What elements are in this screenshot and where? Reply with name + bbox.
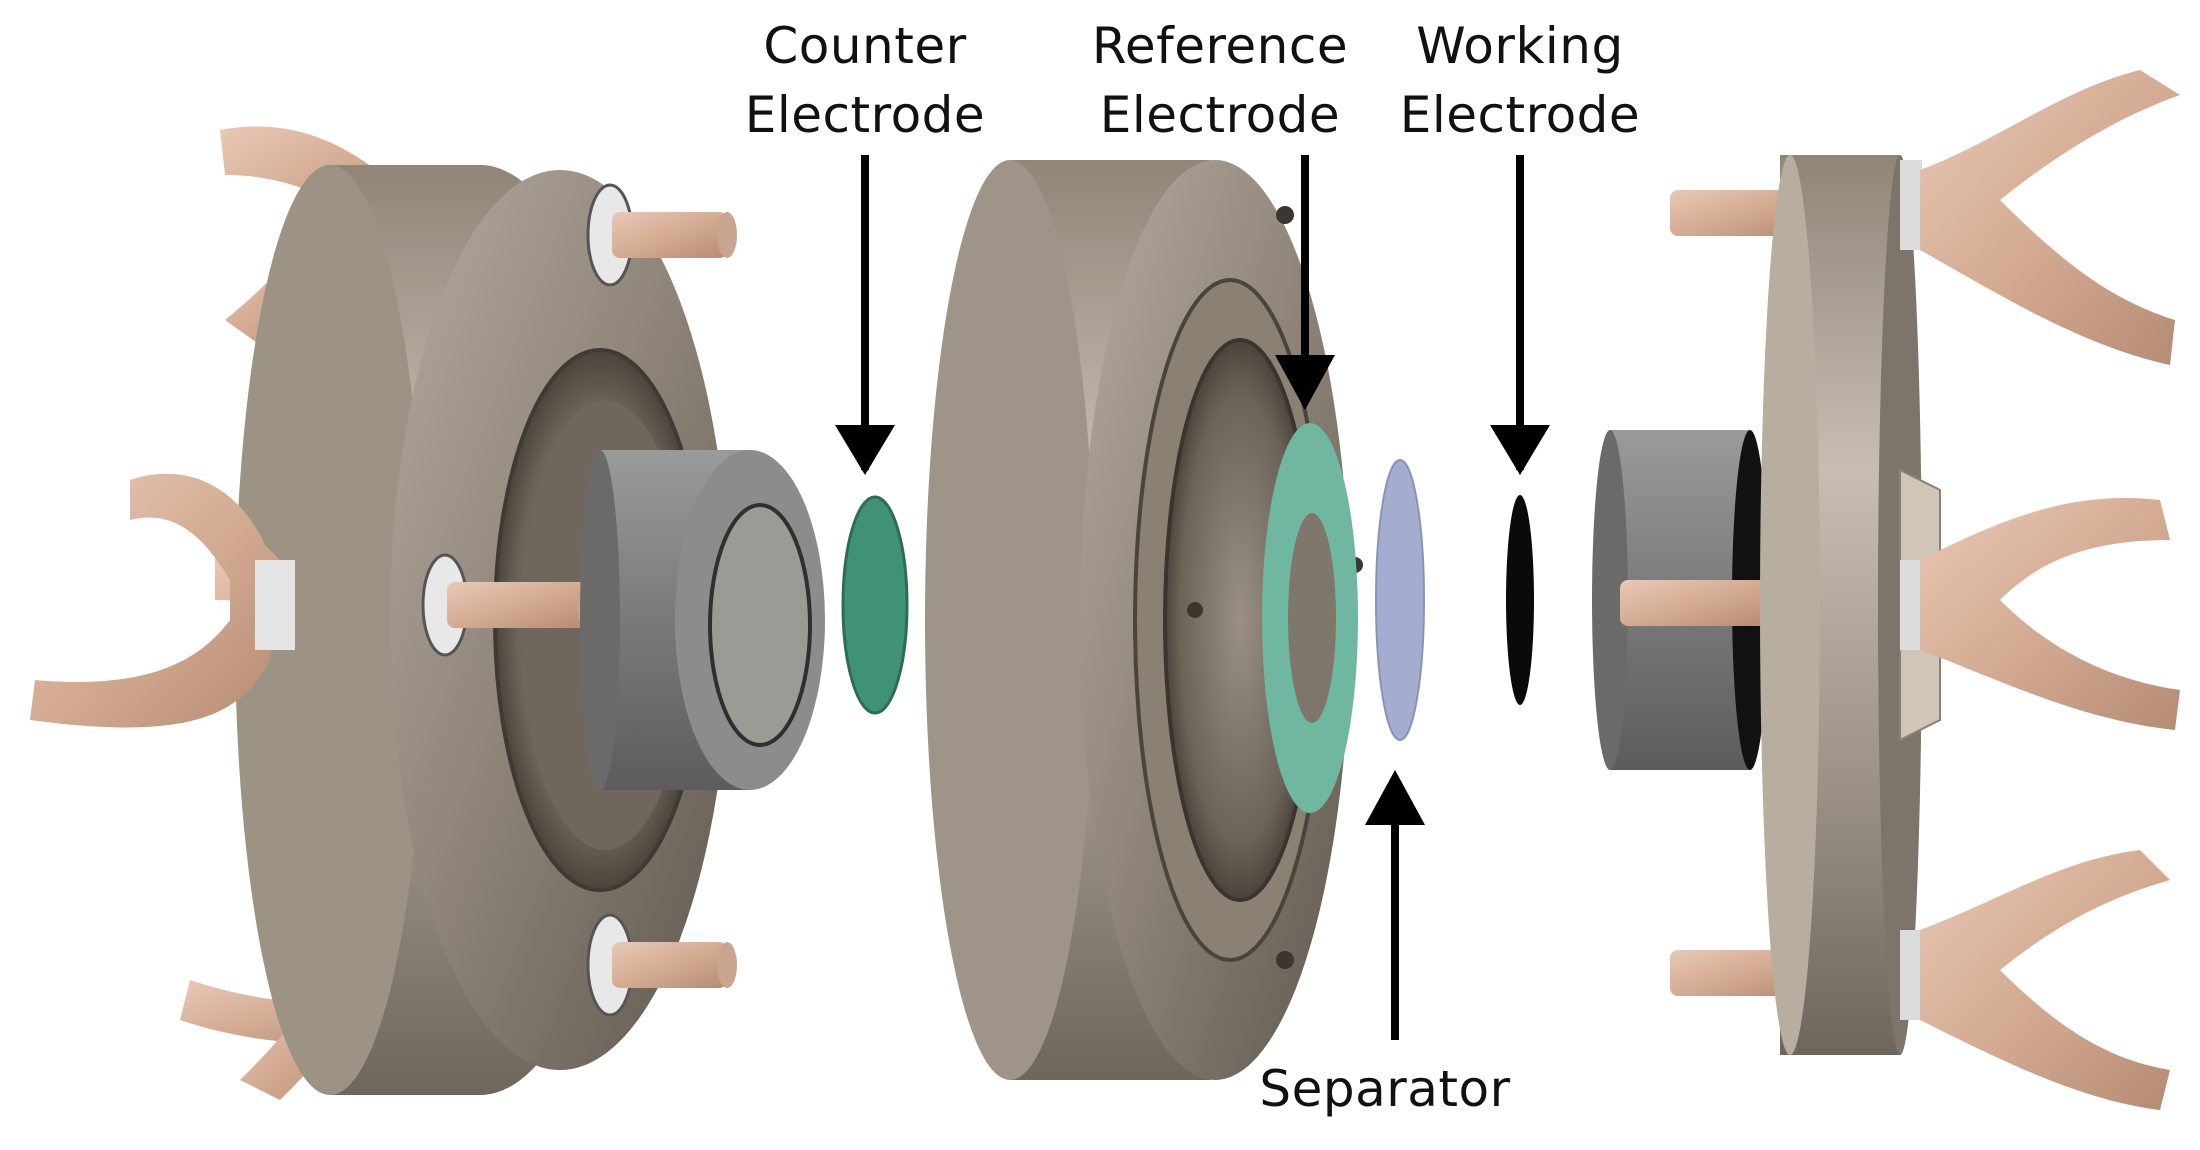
counter-electrode-label-line-1: Counter	[763, 17, 967, 75]
bolt-icon	[586, 913, 737, 1017]
right-end-plate-assembly	[1592, 70, 2180, 1110]
reference-electrode-label: Reference Electrode	[1045, 12, 1395, 150]
cell-body	[925, 160, 1363, 1080]
reference-electrode-label-line-1: Reference	[1091, 17, 1349, 75]
graphite-holder	[580, 450, 825, 790]
separator-disc	[1375, 459, 1425, 741]
left-end-plate-assembly	[30, 126, 909, 1100]
counter-electrode-label: Counter Electrode	[715, 12, 1015, 150]
separator-label-text: Separator	[1259, 1060, 1511, 1118]
counter-electrode-label-line-2: Electrode	[744, 86, 986, 144]
counter-electrode-disc	[841, 495, 909, 715]
working-electrode-disc	[1506, 495, 1534, 705]
reference-electrode-label-line-2: Electrode	[1099, 86, 1341, 144]
wing-nut-icon	[30, 473, 295, 728]
working-electrode-label-line-2: Electrode	[1399, 86, 1641, 144]
bolt-icon	[586, 183, 737, 287]
pointer-arrows	[835, 155, 1550, 1040]
working-electrode-label-line-1: Working	[1416, 17, 1624, 75]
working-electrode-label: Working Electrode	[1360, 12, 1680, 150]
separator-label: Separator	[1240, 1055, 1530, 1124]
wing-nut-icon	[1920, 70, 2180, 1110]
